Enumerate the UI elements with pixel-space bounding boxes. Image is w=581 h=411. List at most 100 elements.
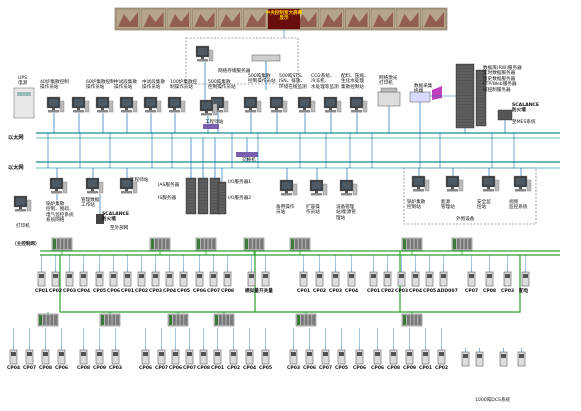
printer-tray [380,87,398,93]
row1-node-label: CP02 [49,289,63,294]
display-panel [396,8,421,30]
row2-node-label: CP07 [319,366,333,371]
row2-node-label: CP02 [227,366,241,371]
display-panel [345,8,370,30]
printer-label: 网络激光 打印机 [379,76,398,87]
io-cabinet [37,268,46,287]
row2-node-label: CP06 [55,366,69,371]
plc-rack [401,313,423,327]
display-panel [115,8,141,30]
mes-label: 至MES系统 [512,120,536,125]
io-cabinet [223,268,232,287]
io-server-2-label: I/O服务器2 [228,196,252,201]
io-cabinet [65,268,74,287]
row1-node-label: CP03 [63,289,77,294]
row1-node-label: CP05 [93,289,107,294]
row1-node-label: CP01 [35,289,49,294]
plc-rack [99,313,121,327]
io-cabinet [171,346,180,365]
plc-rack [243,237,265,251]
io-cabinet [51,268,60,287]
row2-node-label: CP08 [39,366,53,371]
row1-node-label: CP04 [77,289,91,294]
io-cabinet [321,346,330,365]
io-cabinet [151,268,160,287]
display-panel [141,8,166,30]
plc-rack [289,237,311,251]
plc-rack [195,237,217,251]
io-cabinet [405,346,414,365]
io-cabinet [337,346,346,365]
row1-node-label: CP06 [107,289,121,294]
io-cabinet [425,268,434,287]
io-cabinet [41,346,50,365]
row2-node-label: CP01 [211,366,225,371]
io-cabinet [347,268,356,287]
row2-node-label: CP09 [403,366,417,371]
io-cabinet [331,268,340,287]
top-station-label-4: 中试段集散 操作员站 [142,80,165,91]
io-cabinet [289,346,298,365]
operator-station-monitor [349,96,368,113]
storage-workstation-monitor [195,45,214,62]
operator-station-monitor [143,96,162,113]
display-wall [114,7,448,31]
io-cabinet [503,268,512,287]
io-cabinet [261,268,270,287]
io-cabinet [475,348,484,367]
row1-node-label: CP03 [329,289,343,294]
ias-server-label: IAS服务器 [158,183,180,188]
row2-node-label: CP08 [387,366,401,371]
row2-node-label: CP09 [93,366,107,371]
right-group-caption: 外围设备 [456,217,475,222]
io-cabinet [517,348,526,367]
operator-station-monitor [71,96,90,113]
top-station-label-2: 60炉集散控制 操作员站 [86,80,115,91]
operator-station-monitor [297,96,316,113]
plc-rack [451,237,473,251]
row2-node-label: CP04 [243,366,257,371]
io-server-1-label: I/O服务器1 [228,180,252,185]
peripheral-station-monitor [481,175,500,192]
server-rack-2 [475,69,487,127]
row1-node-label: CP03 [395,289,409,294]
plc-rack [149,237,171,251]
ethernet-bus-top [36,132,560,139]
printer-box [377,91,401,107]
fieldbus-label: （主控制网） [12,242,40,247]
middle-left-station-monitor [119,177,138,194]
middle-left-station-monitor [49,177,68,194]
plc-rack [51,237,73,251]
row1-node-label: CP03 [149,289,163,294]
mid-station-label-3: 设备管理 站/能源管 理站 [336,205,356,221]
row2-node-label: CP08 [77,366,91,371]
row1-node-label: CP07 [465,289,479,294]
top-station-label-10: 配料、压缩、 生化水处理 集散控制站 [341,74,369,90]
peripheral-station-monitor [445,175,464,192]
display-panel [370,8,396,30]
io-cabinet [369,268,378,287]
top-station-label-6: 500吨集散 控制操作员站 [208,80,236,91]
storage-server-label: 网络存储服务器 [218,69,251,74]
io-server-rack [217,181,227,215]
mid-station-label-2: 扩容操 作员站 [306,205,320,216]
io-cabinet [499,348,508,367]
io-cabinet [389,346,398,365]
right-group-label-1: 锅炉集散 控制站 [407,200,426,211]
row1-node-label: CP01 [367,289,381,294]
io-cabinet [25,346,34,365]
row1-node-label: CP08 [221,289,235,294]
scalance-left-label: SCALANCE 防火墙 [102,212,130,223]
io-cabinet [109,268,118,287]
io-cabinet [209,268,218,287]
io-cabinet [137,268,146,287]
footnote: 1000吨DCS系统 [475,398,511,403]
router-icon [432,86,442,100]
plc-rack [401,237,423,251]
io-cabinet [299,268,308,287]
row2-node-label: CP06 [303,366,317,371]
middle-station-monitor [309,179,328,196]
plc-rack [167,313,189,327]
io-cabinet [141,346,150,365]
